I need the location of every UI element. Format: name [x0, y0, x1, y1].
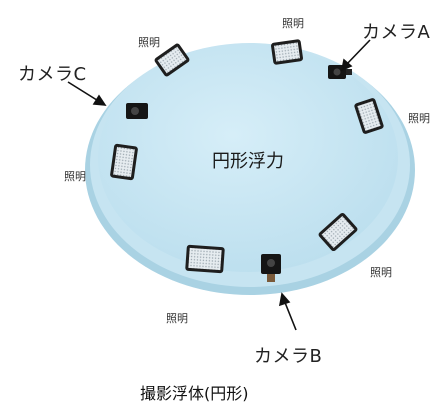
arrow-icon: [278, 292, 297, 331]
light-label: 照明: [166, 312, 188, 325]
camera-b: [261, 254, 281, 282]
light-fixture: [185, 244, 225, 274]
camera-c-label: カメラC: [18, 64, 87, 85]
center-label: 円形浮力: [212, 151, 284, 172]
light-fixture: [110, 143, 138, 181]
camera-b-label: カメラB: [254, 346, 323, 367]
light-label: 照明: [138, 36, 160, 49]
camera-c: [126, 103, 148, 119]
camera-a-label: カメラA: [362, 22, 431, 43]
light-label: 照明: [408, 112, 430, 125]
light-fixture: [154, 43, 190, 77]
light-label: 照明: [282, 17, 304, 30]
light-label: 照明: [64, 170, 86, 183]
light-label: 照明: [370, 266, 392, 279]
light-fixture: [318, 212, 358, 252]
figure-caption: 撮影浮体(円形): [140, 384, 249, 403]
light-fixture: [354, 98, 384, 134]
arrow-icon: [340, 39, 371, 72]
arrow-icon: [67, 81, 107, 106]
light-fixture: [271, 39, 303, 65]
